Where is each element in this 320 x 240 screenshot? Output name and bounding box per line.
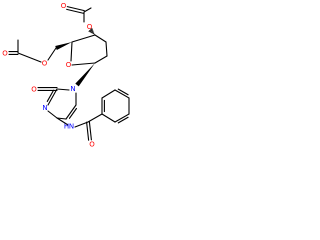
bond-c-o-double-benzoyl-a (86, 121, 90, 141)
bond-c-o-double-acetyl-1-b (66, 8, 85, 14)
atom-h-amide: H (64, 123, 69, 131)
bond-ring-c4-c5 (105, 41, 108, 57)
bond-c6-c5-b (68, 107, 78, 119)
bond-n1-c2 (56, 88, 70, 91)
bond-benzene-2-b (117, 116, 129, 124)
atom-n-amide: N (69, 123, 74, 131)
atom-n-pyrimidine-3: N (42, 104, 47, 112)
bond-wedge-c2-ch2 (55, 42, 72, 51)
bond-hash-c3-o-acetyl-1-2 (92, 32, 95, 35)
atom-o-pyrimidinone: O (31, 86, 37, 94)
atom-n-pyrimidine-1: N (70, 85, 75, 93)
bond-c4-nh (56, 117, 69, 126)
atom-label-layer: O O O O O N O N N H O (2, 2, 95, 149)
bond-benzene-4-a (114, 89, 130, 99)
bond-ring-c1-o (71, 62, 96, 66)
bond-c2-n3-a (47, 88, 58, 106)
bond-benzene-1 (101, 113, 116, 123)
bond-hash-c3-o-acetyl-1-4 (90, 30, 94, 34)
bond-benzene-2-a (114, 113, 130, 123)
bond-wedge-c1-n1 (75, 63, 95, 87)
bond-carbonyl-c-to-ipso (87, 113, 103, 123)
bond-ring-c2-c3 (71, 34, 96, 43)
atom-o-carbonyl-acetyl-1: O (61, 2, 67, 10)
bond-hash-c3-o-acetyl-1-3 (91, 31, 94, 34)
bond-c2-n3-b (46, 89, 55, 102)
atom-o-ester-acetyl-1: O (87, 23, 93, 31)
atom-o-carbonyl-acetyl-2: O (2, 50, 8, 58)
bond-o-ester-to-carbonyl-c-acetyl-2 (17, 52, 42, 63)
bond-layer (8, 6, 130, 141)
bond-ch2-o-ester-acetyl-2 (47, 47, 57, 61)
bond-ring-c3-c4 (94, 34, 107, 43)
bond-nh-carbonyl-c (74, 121, 89, 128)
bond-ring-c5-c1 (94, 55, 108, 64)
atom-o-benzoyl: O (89, 141, 95, 149)
bond-ring-o-c2 (70, 41, 73, 62)
atom-o-ring: O (66, 61, 72, 69)
bond-benzene-5 (101, 89, 116, 99)
molecule-structure-diagram: O O O O O N O N N H O (2, 2, 130, 149)
bond-hash-c3-o-acetyl-1-6 (88, 28, 93, 32)
bond-hash-c3-o-acetyl-1-5 (89, 29, 94, 33)
bond-c6-c5-a (65, 104, 77, 120)
atom-o-ester-acetyl-2: O (42, 60, 48, 68)
bond-benzene-4-b (117, 88, 129, 96)
bond-c-o-double-acetyl-1-a (66, 6, 85, 12)
bond-hash-c3-o-acetyl-1-1 (93, 33, 95, 35)
bond-n3-c4 (47, 110, 58, 119)
bond-methyl-acetyl-1 (83, 7, 92, 13)
bond-c5-c4 (56, 117, 67, 120)
bond-c-o-double-benzoyl-b (88, 121, 92, 141)
